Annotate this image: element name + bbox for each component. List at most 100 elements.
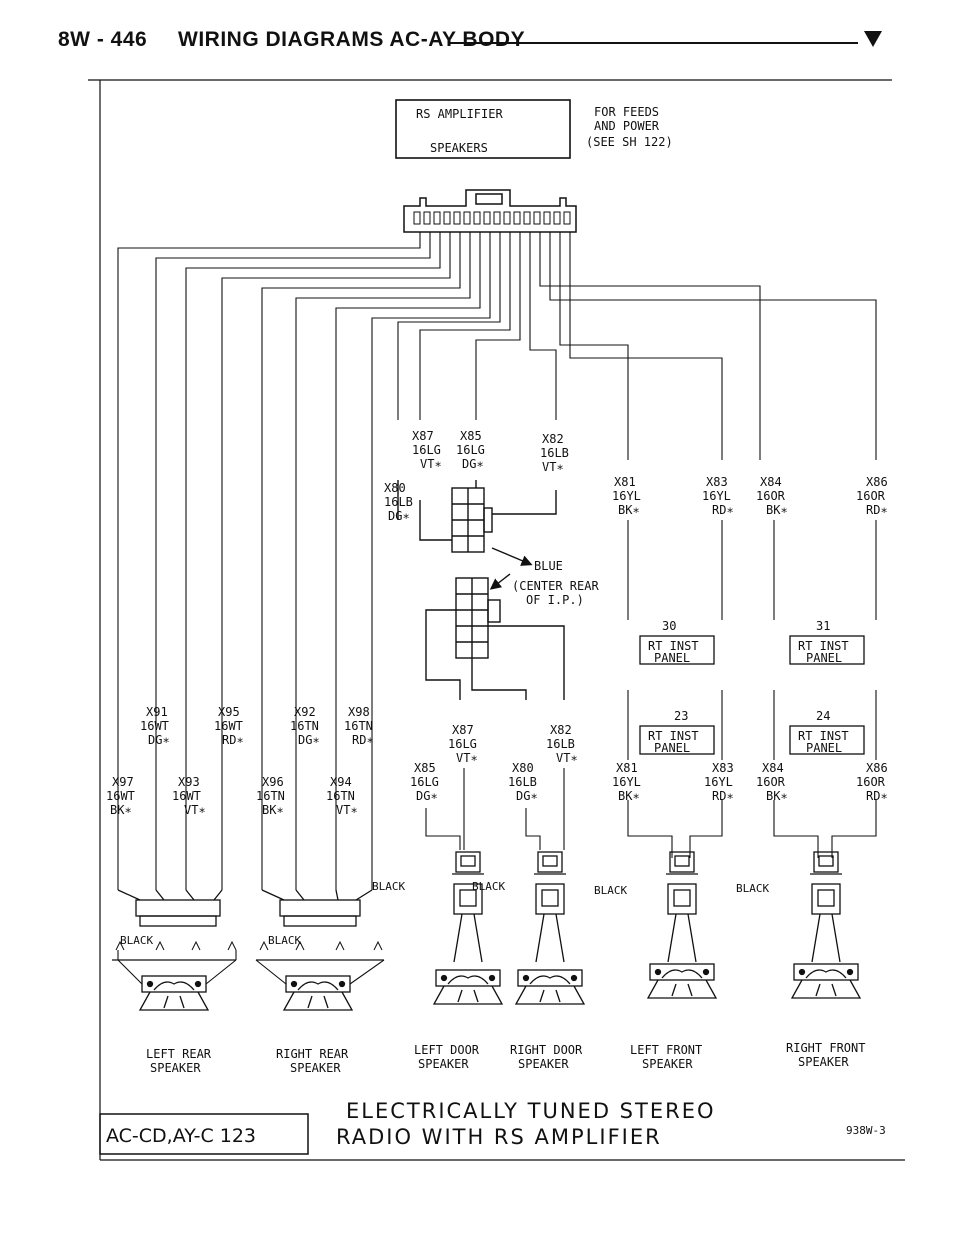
- amplifier-label-2: SPEAKERS: [430, 141, 488, 155]
- svg-text:DG∗: DG∗: [298, 733, 320, 747]
- svg-text:BK∗: BK∗: [618, 503, 640, 517]
- svg-text:24: 24: [816, 709, 830, 723]
- svg-text:X92: X92: [294, 705, 316, 719]
- svg-text:BK∗: BK∗: [262, 803, 284, 817]
- svg-text:16OR: 16OR: [856, 775, 886, 789]
- speaker-icon-right-rear: [282, 975, 354, 1011]
- wire-label-x92: X92 16TN DG∗: [290, 705, 320, 747]
- right-rear-connector: [256, 889, 384, 961]
- connector-pin: [463, 211, 471, 225]
- svg-text:X80: X80: [384, 481, 406, 495]
- speaker-label-left-door: LEFT DOOR SPEAKER: [414, 1043, 480, 1071]
- wire-label-x87: X87 16LG VT∗: [412, 429, 442, 471]
- svg-text:PANEL: PANEL: [654, 741, 690, 755]
- svg-text:X97: X97: [112, 775, 134, 789]
- amplifier-box: RS AMPLIFIER SPEAKERS: [395, 99, 571, 159]
- speaker-label-left-front: LEFT FRONT SPEAKER: [630, 1043, 702, 1071]
- wire-label-x86: X86 16OR RD∗: [856, 475, 888, 517]
- rear-wire-labels: X91 16WT DG∗ X95 16WT RD∗ X97 16WT BK∗ X…: [106, 705, 374, 817]
- figure-code: 938W-3: [846, 1124, 886, 1137]
- amplifier-label-1: RS AMPLIFIER: [416, 107, 503, 121]
- terminal-tick-icon: [259, 940, 269, 951]
- connector-pin: [513, 211, 521, 225]
- svg-text:RD∗: RD∗: [866, 503, 888, 517]
- svg-text:X98: X98: [348, 705, 370, 719]
- svg-text:16LG: 16LG: [456, 443, 485, 457]
- svg-text:LEFT DOOR: LEFT DOOR: [414, 1043, 480, 1057]
- svg-text:BK∗: BK∗: [110, 803, 132, 817]
- svg-text:16LB: 16LB: [508, 775, 537, 789]
- lower-label-x87: X87 16LG VT∗: [448, 723, 478, 765]
- plug-right-front: [810, 851, 842, 963]
- svg-text:16WT: 16WT: [214, 719, 243, 733]
- blue-connector: [397, 480, 565, 700]
- inst-panel-30: 30 RT INST PANEL: [639, 619, 715, 665]
- svg-text:SPEAKER: SPEAKER: [642, 1057, 693, 1071]
- page-title: WIRING DIAGRAMS AC-AY BODY: [178, 28, 526, 51]
- speakers-layer: [115, 851, 862, 1011]
- svg-text:16LB: 16LB: [546, 737, 575, 751]
- speaker-icon-right-front: [790, 963, 862, 999]
- svg-text:RT INST: RT INST: [648, 639, 699, 653]
- wire-label-x95: X95 16WT RD∗: [214, 705, 244, 747]
- svg-text:X80: X80: [512, 761, 534, 775]
- plug-left-door: [452, 851, 484, 963]
- black-label-rf: BLACK: [736, 882, 769, 895]
- speaker-icon-right-door: [514, 969, 586, 1005]
- page-number: 8W - 446: [58, 28, 148, 51]
- svg-text:LEFT REAR: LEFT REAR: [146, 1047, 212, 1061]
- svg-text:VT∗: VT∗: [184, 803, 206, 817]
- lower-label-x83: X83 16YL RD∗: [704, 761, 734, 803]
- speaker-lead: [255, 959, 287, 985]
- inst-panel-23: 23 RT INST PANEL: [639, 709, 715, 755]
- svg-text:RIGHT DOOR: RIGHT DOOR: [510, 1043, 583, 1057]
- connector-pin: [563, 211, 571, 225]
- wire-label-x91: X91 16WT DG∗: [140, 705, 170, 747]
- svg-text:DG∗: DG∗: [416, 789, 438, 803]
- svg-text:RD∗: RD∗: [352, 733, 374, 747]
- svg-text:16YL: 16YL: [612, 775, 641, 789]
- svg-text:RD∗: RD∗: [712, 789, 734, 803]
- black-label-lf: BLACK: [594, 884, 627, 897]
- svg-text:X85: X85: [460, 429, 482, 443]
- svg-text:16OR: 16OR: [756, 489, 786, 503]
- wire-label-x83: X83 16YL RD∗: [702, 475, 734, 517]
- svg-text:16WT: 16WT: [106, 789, 135, 803]
- svg-text:X87: X87: [452, 723, 474, 737]
- front-wires: [627, 520, 877, 858]
- speaker-labels: LEFT REAR SPEAKER RIGHT REAR SPEAKER LEF…: [146, 1041, 865, 1075]
- svg-text:FOR FEEDS: FOR FEEDS: [594, 105, 659, 119]
- plug-right-door: [534, 851, 566, 963]
- svg-text:X95: X95: [218, 705, 240, 719]
- svg-text:PANEL: PANEL: [654, 651, 690, 665]
- svg-text:VT∗: VT∗: [336, 803, 358, 817]
- lower-label-x82: X82 16LB VT∗: [546, 723, 578, 765]
- connector-pin: [503, 211, 511, 225]
- wire-label-x98: X98 16TN RD∗: [344, 705, 374, 747]
- svg-text:PANEL: PANEL: [806, 651, 842, 665]
- svg-text:SPEAKER: SPEAKER: [518, 1057, 569, 1071]
- connector-pin: [553, 211, 561, 225]
- lower-label-x80: X80 16LB DG∗: [508, 761, 538, 803]
- svg-text:16LB: 16LB: [384, 495, 413, 509]
- svg-text:X82: X82: [550, 723, 572, 737]
- speaker-icon-left-door: [432, 969, 504, 1005]
- black-label-rd: BLACK: [472, 880, 505, 893]
- inst-panel-31: 31 RT INST PANEL: [789, 619, 865, 665]
- svg-text:16TN: 16TN: [326, 789, 355, 803]
- speaker-label-right-front: RIGHT FRONT SPEAKER: [786, 1041, 865, 1069]
- terminal-tick-icon: [191, 940, 201, 951]
- svg-text:X81: X81: [614, 475, 636, 489]
- speaker-icon-left-rear: [138, 975, 210, 1011]
- connector-pin: [533, 211, 541, 225]
- svg-text:SPEAKER: SPEAKER: [290, 1061, 341, 1075]
- svg-text:X84: X84: [760, 475, 782, 489]
- lower-wires: [425, 768, 565, 850]
- wire-label-x84: X84 16OR BK∗: [756, 475, 788, 517]
- wire-label-x82: X82 16LB VT∗: [540, 432, 569, 474]
- svg-text:SPEAKER: SPEAKER: [798, 1055, 849, 1069]
- svg-text:X82: X82: [542, 432, 564, 446]
- terminal-tick-icon: [295, 940, 305, 951]
- top-wire-labels: X87 16LG VT∗ X85 16LG DG∗ X82 16LB VT∗ X…: [384, 429, 888, 523]
- lower-label-x86: X86 16OR RD∗: [856, 761, 888, 803]
